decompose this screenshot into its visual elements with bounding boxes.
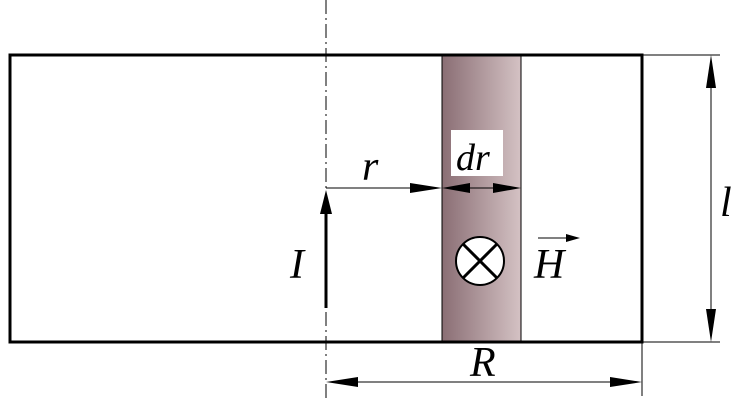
current-arrow-head xyxy=(320,190,332,214)
outer-radius-arrow-head-left xyxy=(326,377,358,387)
field-label: H xyxy=(533,242,567,288)
outer-radius-label: R xyxy=(469,340,496,386)
length-arrow-head-top xyxy=(706,55,716,88)
radius-arrow-head xyxy=(410,183,442,193)
length-arrow-head-bottom xyxy=(706,309,716,342)
thickness-label-bg xyxy=(451,130,503,176)
field-vector-head xyxy=(566,234,580,242)
thickness-label: dr xyxy=(456,137,490,179)
thickness-arrow-head-left xyxy=(442,183,470,193)
radius-label: r xyxy=(362,144,379,190)
thickness-arrow-head-right xyxy=(493,183,521,193)
length-label: l xyxy=(720,180,732,226)
current-label: I xyxy=(289,242,306,288)
cross-into-page-icon xyxy=(455,236,505,286)
outer-radius-arrow-head-right xyxy=(610,377,642,387)
thin-shell xyxy=(441,54,522,343)
